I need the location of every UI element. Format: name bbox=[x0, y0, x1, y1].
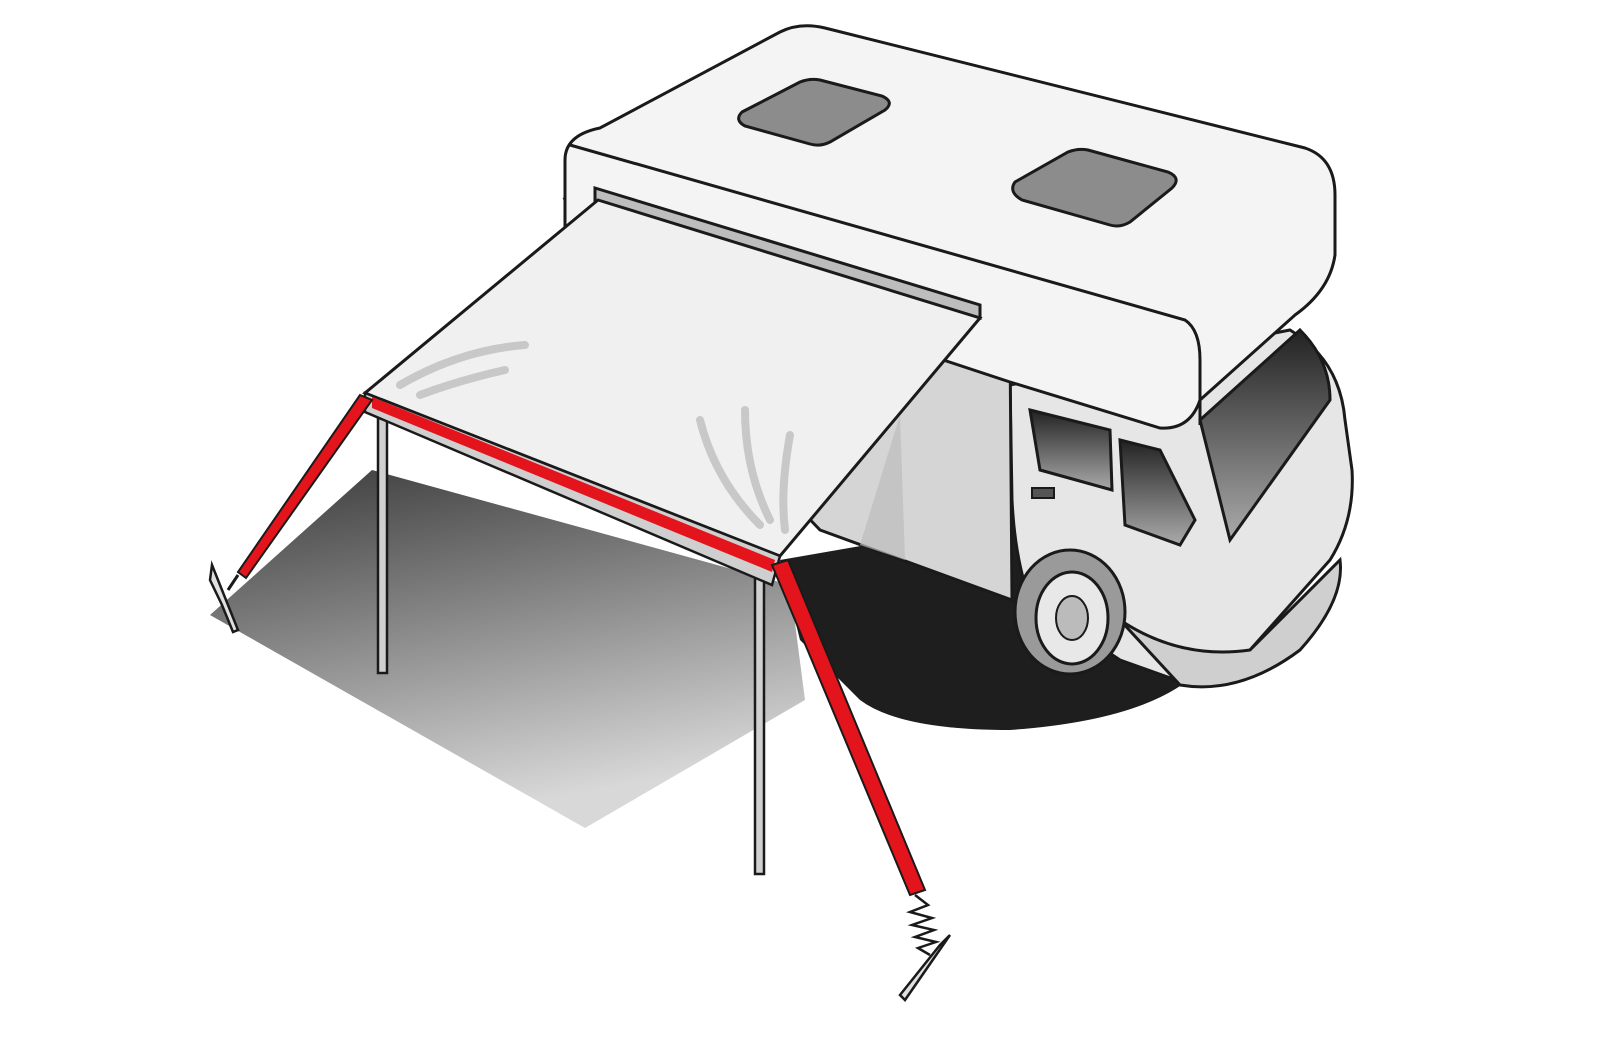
tension-spring-icon bbox=[906, 894, 941, 957]
camper-side-window bbox=[1028, 407, 1114, 492]
tie-down-strap-left bbox=[236, 393, 374, 580]
door-handle bbox=[1031, 487, 1055, 499]
skylight-rear bbox=[1011, 147, 1178, 228]
roof-edge bbox=[569, 143, 1202, 425]
skylight-front bbox=[737, 77, 891, 147]
stake-hook-left bbox=[226, 574, 240, 591]
ground-stake-right bbox=[898, 934, 952, 1002]
wind-flutter-marks bbox=[396, 341, 794, 534]
ground-stake-left bbox=[208, 560, 240, 634]
wheel-hub bbox=[1055, 595, 1089, 641]
camper-windshield bbox=[1198, 327, 1332, 544]
support-pole-right bbox=[753, 570, 766, 876]
front-bar-strap bbox=[372, 397, 775, 572]
awning-side-panel bbox=[860, 415, 905, 560]
support-pole-left bbox=[376, 403, 389, 675]
camper-bumper bbox=[1118, 556, 1342, 689]
tie-down-strap-right bbox=[770, 558, 927, 897]
vehicle-ground-shadow bbox=[780, 520, 1200, 730]
camper-door-window bbox=[1118, 438, 1197, 547]
awning-ground-shadow bbox=[210, 470, 805, 828]
